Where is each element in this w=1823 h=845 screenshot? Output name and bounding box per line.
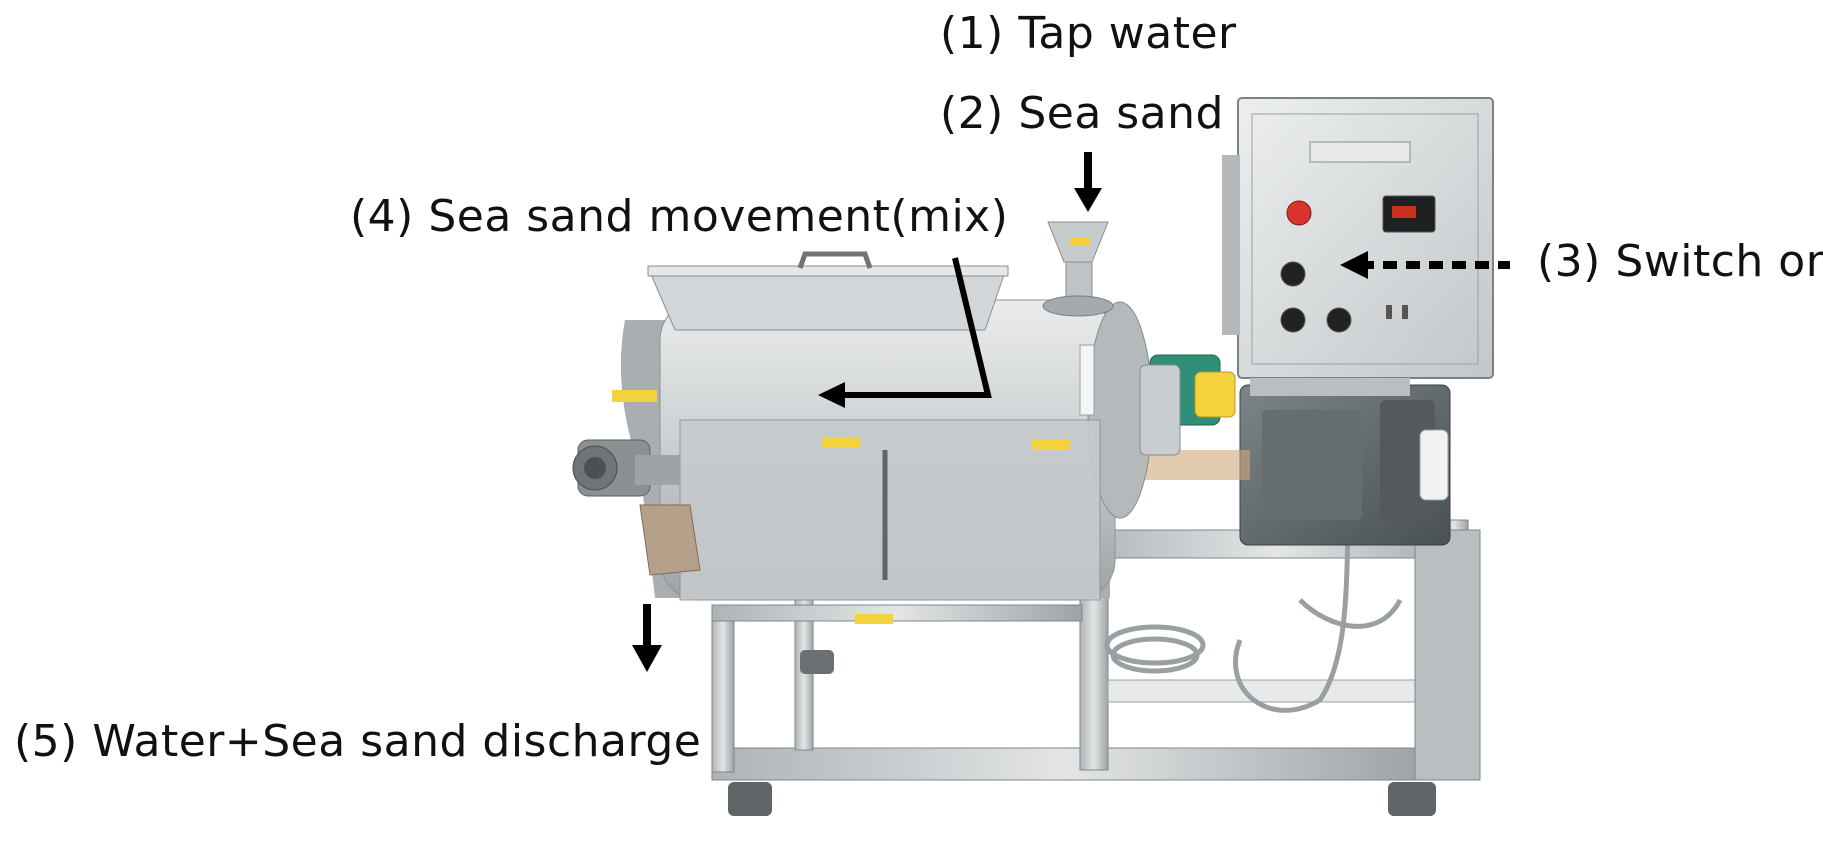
arrow-down-discharge	[632, 604, 662, 672]
top-hopper-tray	[647, 251, 1009, 331]
arrow-mix-direction	[818, 257, 992, 408]
discharge-valve	[572, 439, 701, 576]
label-switch-on: (3) Switch on	[1537, 236, 1823, 287]
label-sea-sand-movement: (4) Sea sand movement(mix)	[350, 191, 1009, 242]
label-tap-water: (1) Tap water	[940, 8, 1237, 59]
inlet-funnel	[1042, 221, 1114, 317]
motor-gearbox	[1140, 354, 1451, 546]
cables	[1104, 399, 1403, 713]
control-panel	[1222, 97, 1494, 396]
arrow-switch-pointer	[1340, 251, 1510, 279]
caster-wheels	[728, 650, 1436, 816]
label-discharge: (5) Water+Sea sand discharge	[14, 716, 702, 767]
washer-drum	[612, 299, 1181, 624]
arrow-down-inlet	[1074, 152, 1102, 212]
label-sea-sand: (2) Sea sand	[940, 88, 1224, 139]
